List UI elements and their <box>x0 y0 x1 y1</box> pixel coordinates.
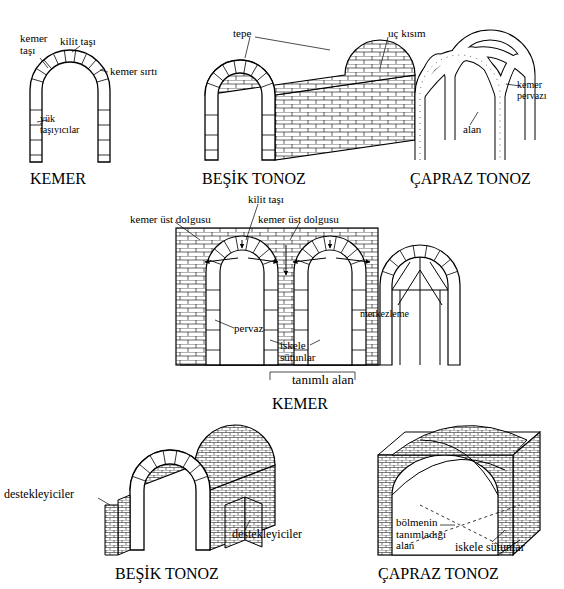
figure-caption: BEŞİK TONOZ <box>115 566 219 583</box>
leader-lines <box>37 46 108 122</box>
voussoir-joint <box>213 73 223 81</box>
part-label: tepe <box>233 28 251 40</box>
voussoir-joint <box>259 249 270 258</box>
voussoir-joint <box>139 464 150 473</box>
part-label: kilit taşı <box>248 194 284 206</box>
leader-lines <box>440 525 505 542</box>
voussoir-joint <box>190 464 201 473</box>
part-label: iskele sütunlar <box>280 340 330 363</box>
voussoir-joint <box>97 79 109 82</box>
groin-vault-drawing <box>420 35 530 160</box>
part-label: kemer üst dolgusu <box>258 214 339 226</box>
leader-lines <box>245 37 388 68</box>
voussoir-joint <box>163 451 165 465</box>
voussoir-joint <box>64 50 66 62</box>
voussoir-joint <box>88 60 96 69</box>
figure-caption: KEMER <box>272 396 328 413</box>
part-label: bölmenin tanımladığı alan <box>396 517 452 552</box>
part-label: destekleyiciler <box>232 528 302 541</box>
part-label: destekleyiciler <box>4 488 74 501</box>
voussoir-joint <box>253 241 260 253</box>
voussoir-joint <box>425 246 427 258</box>
voussoir-joint <box>251 65 258 76</box>
groin-vault-block-drawing <box>378 426 540 555</box>
voussoir-joint <box>183 455 190 467</box>
voussoir-joint <box>53 54 58 65</box>
part-label: yük taşıyıcılar <box>40 114 88 135</box>
voussoir-joint <box>214 249 225 258</box>
barrel-vault-drawing <box>205 40 415 160</box>
arch-drawing <box>30 50 110 162</box>
voussoir-joint <box>32 79 43 82</box>
voussoir-joint <box>324 237 327 251</box>
voussoir-joint <box>74 50 76 62</box>
voussoir-joint <box>224 241 231 253</box>
voussoir-joint <box>347 249 358 258</box>
part-label: uç kısım <box>388 28 426 40</box>
voussoir-joint <box>312 241 319 253</box>
voussoir-joint <box>132 476 145 481</box>
part-label: alan <box>463 124 481 136</box>
voussoir-joint <box>257 73 267 81</box>
voussoir-joint <box>382 271 393 275</box>
voussoir-joint <box>223 65 230 76</box>
voussoir-joint <box>244 61 246 74</box>
part-label: kemer taşı <box>20 33 56 56</box>
voussoir-joint <box>441 259 450 267</box>
voussoir-joint <box>175 451 177 465</box>
figure-caption: BEŞİK TONOZ <box>202 171 306 188</box>
voussoir-joint <box>389 259 398 267</box>
voussoir-joint <box>194 476 207 481</box>
voussoir-joint <box>234 61 236 74</box>
part-label: kemer sırtı <box>110 66 157 78</box>
arch-wall-drawing <box>176 228 460 365</box>
voussoir-joint <box>334 237 337 251</box>
figure-caption: KEMER <box>30 171 86 188</box>
voussoir-joint <box>261 83 273 88</box>
part-label: pervaz <box>234 323 263 335</box>
part-label: merkezleme <box>360 309 409 320</box>
voussoir-joint <box>341 241 348 253</box>
part-label: iskele sütunlar <box>455 541 525 554</box>
voussoir-joint <box>94 68 104 75</box>
leader-lines <box>98 498 250 530</box>
voussoir-joint <box>150 455 157 467</box>
voussoir-joint <box>207 83 219 88</box>
voussoir-joint <box>434 250 440 260</box>
voussoir-joint <box>236 237 239 251</box>
voussoir-joint <box>446 271 457 275</box>
leader-lines <box>175 204 355 380</box>
part-label: kilit taşı <box>60 36 96 48</box>
figure-caption: tanımlı alan <box>292 373 354 387</box>
voussoir-joint <box>36 68 46 75</box>
voussoir-joint <box>413 246 415 258</box>
voussoir-joint <box>400 250 406 260</box>
part-label: kemer pervazı <box>517 80 561 101</box>
part-label: kemer üst dolgusu <box>130 214 211 226</box>
voussoir-joint <box>302 249 313 258</box>
figure-caption: ÇAPRAZ TONOZ <box>410 171 531 188</box>
voussoir-joint <box>82 54 87 65</box>
figure-caption: ÇAPRAZ TONOZ <box>378 566 499 583</box>
